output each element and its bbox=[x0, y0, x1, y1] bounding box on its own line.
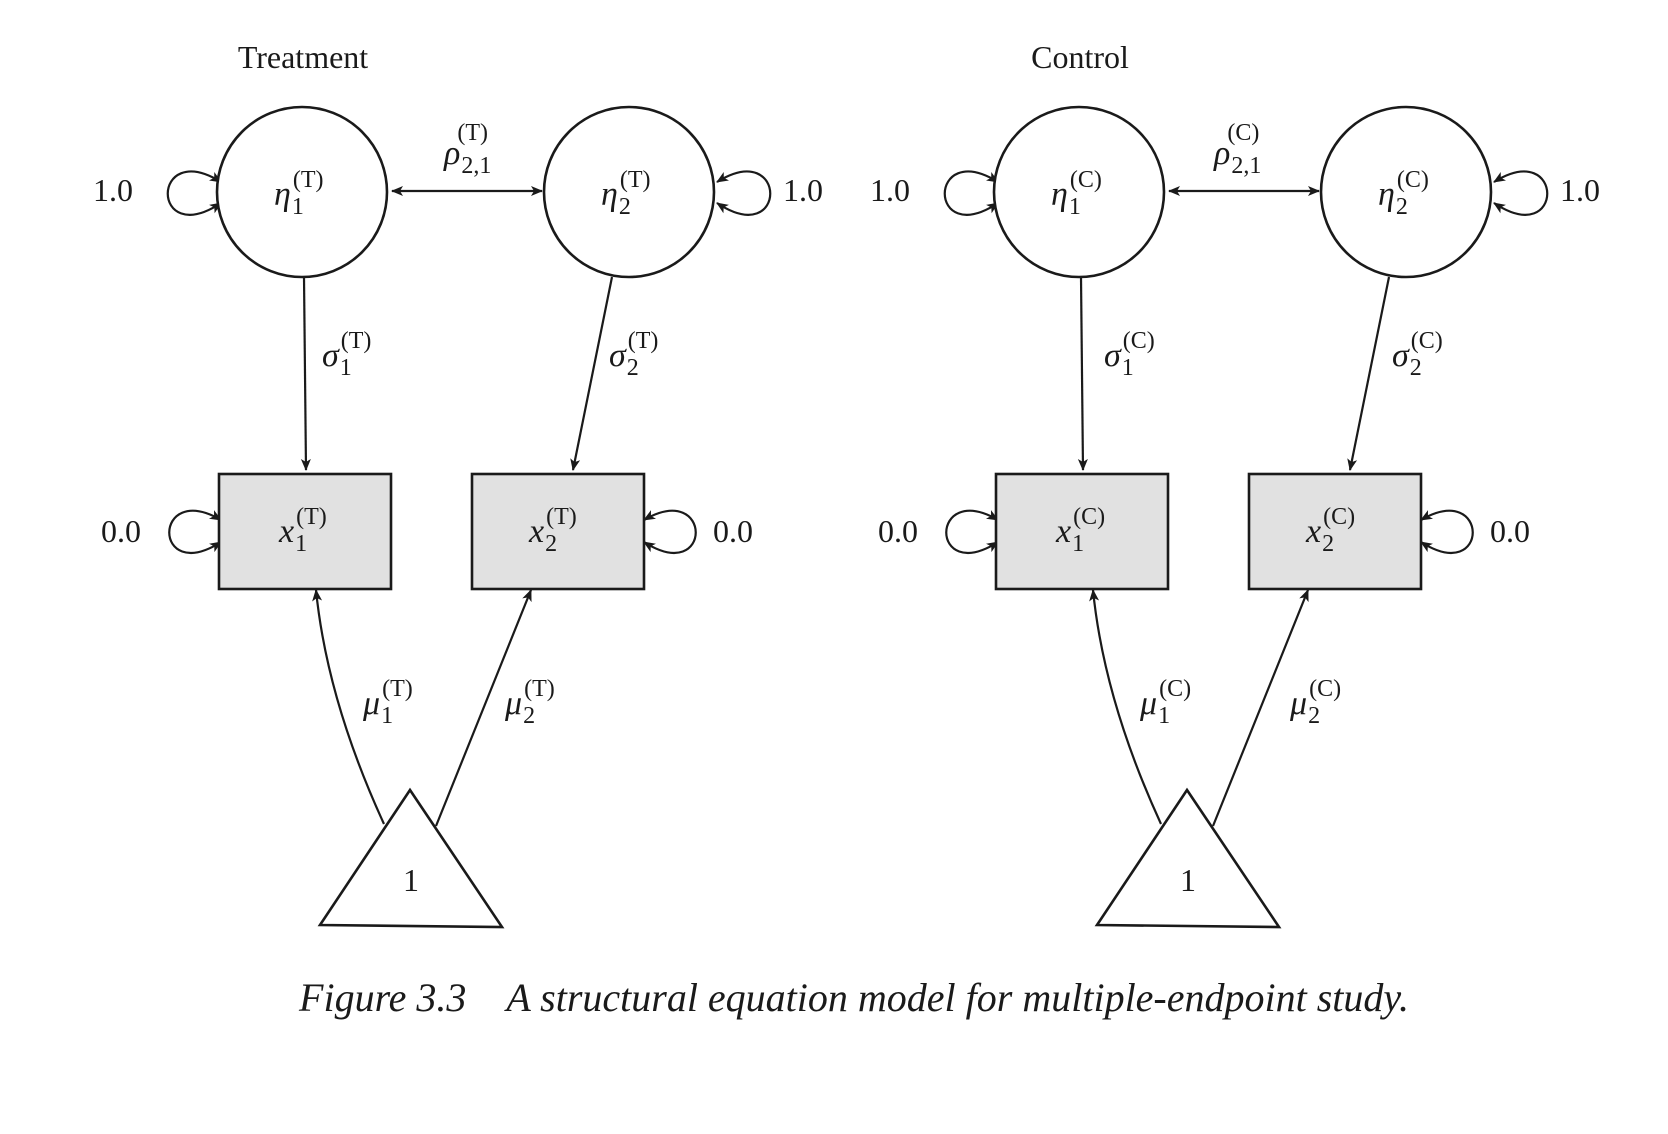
residual-loop-2 bbox=[643, 509, 697, 554]
observed-node-2 bbox=[470, 472, 646, 591]
residual-loop-1 bbox=[168, 509, 222, 554]
constant-label: 1 bbox=[403, 862, 419, 898]
observed-node-1 bbox=[994, 472, 1170, 591]
loading-label-2: σ2(T) bbox=[609, 328, 658, 381]
mean-label-1: μ1(T) bbox=[362, 676, 413, 729]
latent-node-1 bbox=[215, 105, 389, 279]
observed-node-1 bbox=[217, 472, 393, 591]
latent-label-2: η2(C) bbox=[1378, 167, 1429, 220]
latent-label-1: η1(C) bbox=[1051, 167, 1102, 220]
latent-node-2 bbox=[542, 105, 716, 279]
correlation-label: ρ2,1(T) bbox=[443, 120, 491, 179]
latent-node-1 bbox=[992, 105, 1166, 279]
latent-variance-loop-1 bbox=[166, 170, 222, 216]
latent-variance-loop-2 bbox=[716, 170, 772, 216]
mean-arrow-1 bbox=[1089, 589, 1162, 825]
observed-label-2: x2(T) bbox=[528, 504, 577, 557]
latent-variance-loop-1 bbox=[943, 170, 999, 216]
loading-arrow-2 bbox=[1347, 276, 1391, 471]
latent-label-2: η2(T) bbox=[601, 167, 651, 220]
panel-title: Treatment bbox=[238, 39, 368, 75]
figure-caption: Figure 3.3 A structural equation model fo… bbox=[298, 975, 1409, 1020]
latent-variance-loop-2 bbox=[1493, 170, 1549, 216]
panel-control: Control 1.0 1.0 0.0 0.0 1 η1(C) η2(C) ρ2… bbox=[870, 39, 1600, 929]
loading-label-2: σ2(C) bbox=[1392, 328, 1443, 381]
mean-label-2: μ2(C) bbox=[1289, 676, 1341, 729]
constant-node bbox=[317, 787, 505, 929]
constant-label: 1 bbox=[1180, 862, 1196, 898]
mean-arrow-2 bbox=[434, 589, 533, 827]
latent-variance-label-2: 1.0 bbox=[1560, 172, 1600, 208]
panel-treatment: Treatment 1.0 1.0 0.0 0.0 1 η1(T) η2(T) … bbox=[93, 39, 823, 929]
constant-node bbox=[1094, 787, 1282, 929]
loading-arrow-1 bbox=[300, 276, 311, 471]
loading-arrow-1 bbox=[1077, 276, 1088, 471]
correlation-label: ρ2,1(C) bbox=[1213, 120, 1261, 179]
residual-loop-2 bbox=[1420, 509, 1474, 554]
loading-label-1: σ1(T) bbox=[322, 328, 371, 381]
latent-node-2 bbox=[1319, 105, 1493, 279]
caption-label: Figure 3.3 bbox=[298, 975, 466, 1020]
residual-loop-1 bbox=[945, 509, 999, 554]
latent-variance-label-2: 1.0 bbox=[783, 172, 823, 208]
residual-label-2: 0.0 bbox=[1490, 513, 1530, 549]
residual-label-1: 0.0 bbox=[101, 513, 141, 549]
residual-label-1: 0.0 bbox=[878, 513, 918, 549]
latent-label-1: η1(T) bbox=[274, 167, 324, 220]
observed-label-2: x2(C) bbox=[1305, 504, 1355, 557]
mean-label-1: μ1(C) bbox=[1139, 676, 1191, 729]
loading-label-1: σ1(C) bbox=[1104, 328, 1155, 381]
caption-text: A structural equation model for multiple… bbox=[503, 975, 1409, 1020]
panel-title: Control bbox=[1031, 39, 1129, 75]
observed-label-1: x1(C) bbox=[1055, 504, 1105, 557]
loading-arrow-2 bbox=[570, 276, 614, 471]
latent-variance-label-1: 1.0 bbox=[870, 172, 910, 208]
residual-label-2: 0.0 bbox=[713, 513, 753, 549]
observed-node-2 bbox=[1247, 472, 1423, 591]
mean-arrow-1 bbox=[312, 589, 385, 825]
latent-variance-label-1: 1.0 bbox=[93, 172, 133, 208]
observed-label-1: x1(T) bbox=[278, 504, 327, 557]
mean-arrow-2 bbox=[1211, 589, 1310, 827]
mean-label-2: μ2(T) bbox=[504, 676, 555, 729]
